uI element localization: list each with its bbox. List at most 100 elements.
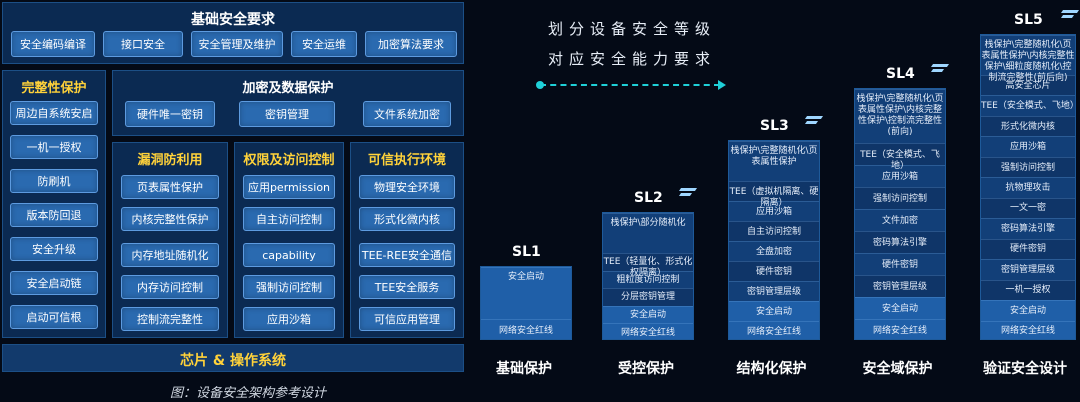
level-capability: TEE（安全模式、飞地） (981, 95, 1075, 116)
level-capability: 安全启动 (603, 305, 693, 324)
level-capability: 高安全芯片 (981, 75, 1075, 96)
vuln-item: 控制流完整性 (121, 307, 219, 331)
tee-item: 可信应用管理 (359, 307, 455, 331)
basic-item: 加密算法要求 (365, 31, 457, 57)
access-title: 权限及访问控制 (243, 153, 335, 168)
integrity-item: 防刷机 (10, 169, 98, 193)
level-label-sl4: SL4 (886, 66, 915, 82)
basic-item: 安全编码编译 (11, 31, 95, 57)
level-capability: 抗物理攻击 (981, 177, 1075, 198)
level-capability: 一文一密 (981, 197, 1075, 219)
slogan-line-2: 对应安全能力要求 (548, 50, 717, 68)
chip-os-bar: 芯片 & 操作系统 (2, 344, 464, 372)
level-name-sl5: 验证安全设计 (983, 361, 1067, 377)
level-label-sl3: SL3 (760, 118, 789, 134)
level-capability: 网络安全红线 (981, 320, 1075, 339)
access-item: 自主访问控制 (243, 207, 335, 231)
level-up-arrow-icon (678, 188, 698, 200)
access-item: 应用沙箱 (243, 307, 335, 331)
vuln-item: 内存访问控制 (121, 275, 219, 299)
basic-security-title: 基础安全要求 (191, 12, 275, 28)
level-capability: 网络安全红线 (855, 319, 945, 339)
vuln-title: 漏洞防利用 (137, 153, 203, 168)
level-capability: 自主访问控制 (729, 221, 819, 241)
arrow-line (536, 80, 726, 90)
level-capability: 密钥管理层级 (981, 259, 1075, 280)
level-capability: 网络安全红线 (603, 323, 693, 339)
access-panel: 权限及访问控制 应用permission 自主访问控制 capability 强… (234, 142, 344, 338)
level-up-arrow-icon (930, 64, 950, 76)
level-name-sl4: 安全域保护 (862, 361, 933, 377)
level-capability: 形式化微内核 (981, 115, 1075, 137)
vuln-item: 内存地址随机化 (121, 243, 219, 267)
tee-panel: 可信执行环境 物理安全环境 形式化微内核 TEE-REE安全通信 TEE安全服务… (350, 142, 464, 338)
level-label-sl5: SL5 (1014, 12, 1043, 28)
level-capability: TEE（轻量化、形式化权隔离） (603, 253, 693, 278)
level-capability: 强制访问控制 (855, 187, 945, 209)
tee-item: 形式化微内核 (359, 207, 455, 231)
tee-item: TEE-REE安全通信 (359, 243, 455, 267)
level-capability: 分层密钥管理 (603, 288, 693, 306)
crypto-item: 硬件唯一密钥 (125, 101, 215, 127)
level-capability: 安全启动 (855, 297, 945, 319)
level-capability: 安全启动 (981, 300, 1075, 321)
level-capability: 强制访问控制 (981, 156, 1075, 178)
basic-security-panel: 基础安全要求 安全编码编译 接口安全 安全管理及维护 安全运维 加密算法要求 (2, 2, 464, 64)
vuln-panel: 漏洞防利用 页表属性保护 内核完整性保护 内存地址随机化 内存访问控制 控制流完… (112, 142, 228, 338)
level-capability: 网络安全红线 (481, 319, 571, 339)
crypto-item: 文件系统加密 (363, 101, 451, 127)
level-capability: TEE（安全模式、飞地） (855, 143, 945, 171)
integrity-item: 安全启动链 (10, 271, 98, 295)
integrity-item: 版本防回退 (10, 203, 98, 227)
tee-item: TEE安全服务 (359, 275, 455, 299)
access-item: 应用permission (243, 175, 335, 199)
integrity-panel: 完整性保护 周边自系统安启 一机一授权 防刷机 版本防回退 安全升级 安全启动链… (2, 70, 106, 338)
tee-item: 物理安全环境 (359, 175, 455, 199)
level-capability: 文件加密 (855, 209, 945, 231)
level-capability: 应用沙箱 (981, 136, 1075, 157)
crypto-title: 加密及数据保护 (242, 81, 334, 96)
basic-item: 安全管理及维护 (191, 31, 283, 57)
level-capability: 全盘加密 (729, 241, 819, 261)
integrity-title: 完整性保护 (21, 81, 87, 96)
access-item: capability (243, 243, 335, 267)
level-capability: 硬件密钥 (981, 238, 1075, 260)
level-capability: 密码算法引擎 (855, 231, 945, 253)
basic-item: 接口安全 (103, 31, 183, 57)
level-label-sl2: SL2 (634, 190, 663, 206)
integrity-item: 安全升级 (10, 237, 98, 261)
level-capability: 网络安全红线 (729, 321, 819, 339)
level-name-sl2: 受控保护 (618, 361, 674, 377)
level-up-arrow-icon (1060, 10, 1080, 22)
integrity-item: 一机一授权 (10, 135, 98, 159)
chip-os-title: 芯片 & 操作系统 (180, 353, 286, 369)
level-name-sl3: 结构化保护 (736, 361, 807, 377)
level-name-sl1: 基础保护 (496, 361, 552, 377)
level-capability: 粗粒度访问控制 (603, 270, 693, 289)
crypto-item: 密钥管理 (239, 101, 335, 127)
level-capability: 密钥管理层级 (855, 275, 945, 297)
level-capability: 硬件密钥 (729, 261, 819, 281)
level-capability: 栈保护\完整随机化\页表属性保护\内核完整性保护\控制流完整性(前向) (855, 89, 945, 143)
vuln-item: 页表属性保护 (121, 175, 219, 199)
integrity-item: 启动可信根 (10, 305, 98, 329)
level-capability: 应用沙箱 (855, 165, 945, 187)
access-item: 强制访问控制 (243, 275, 335, 299)
level-label-sl1: SL1 (512, 244, 541, 260)
level-column-sl5: 网络安全红线安全启动一机一授权密钥管理层级硬件密钥密码算法引擎一文一密抗物理攻击… (980, 34, 1076, 340)
level-capability: 栈保护\完整随机化\页表属性保护 (729, 141, 819, 181)
level-capability: 一机一授权 (981, 279, 1075, 301)
level-capability: 栈保护\部分随机化 (603, 213, 693, 253)
integrity-item: 周边自系统安启 (10, 101, 98, 125)
level-capability: 密码算法引擎 (981, 218, 1075, 239)
level-column-sl4: 网络安全红线安全启动密钥管理层级硬件密钥密码算法引擎文件加密强制访问控制应用沙箱… (854, 88, 946, 340)
level-capability: 栈保护\完整随机化\页表属性保护\内核完整性保护\细粒度随机化\控制流完整性(前… (981, 35, 1075, 83)
vuln-item: 内核完整性保护 (121, 207, 219, 231)
level-up-arrow-icon (804, 116, 824, 128)
crypto-panel: 加密及数据保护 硬件唯一密钥 密钥管理 文件系统加密 (112, 70, 464, 136)
level-capability: 应用沙箱 (729, 201, 819, 221)
level-capability: 硬件密钥 (855, 253, 945, 275)
level-column-sl1: 网络安全红线安全启动 (480, 266, 572, 340)
level-capability: 安全启动 (729, 301, 819, 321)
